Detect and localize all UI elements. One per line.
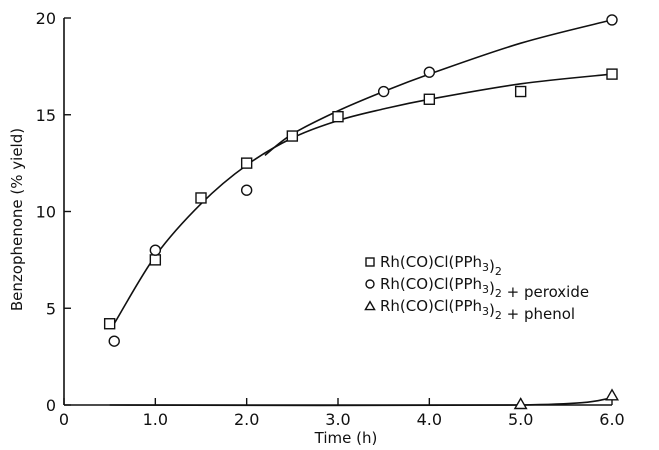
legend-triangle-symbol — [364, 300, 376, 311]
legend-text-part: ) — [489, 257, 495, 275]
circle-data-point — [240, 184, 253, 196]
legend-entry-label: Rh(CO)Cl(PPh3)2 + phenol — [380, 297, 575, 323]
circle-data-point — [149, 244, 162, 256]
x-tick-label: 6.0 — [599, 410, 624, 429]
x-tick-label: 4.0 — [417, 410, 442, 429]
triangle-data-point — [513, 397, 528, 410]
legend-subscript: 2 — [495, 309, 502, 322]
legend-circle-symbol — [365, 279, 375, 289]
x-tick-label: 2.0 — [234, 410, 259, 429]
circle-data-point — [423, 66, 436, 78]
square-data-point — [514, 85, 527, 98]
square-data-point — [240, 157, 253, 169]
axes — [63, 18, 612, 406]
legend-text-part: Rh(CO)Cl(PPh — [380, 297, 482, 315]
legend-text-part: Rh(CO)Cl(PPh — [380, 253, 482, 271]
x-tick-label: 5.0 — [508, 410, 533, 429]
x-tick-label: 3.0 — [325, 410, 350, 429]
y-axis-ticks: 0 5 10 15 20 — [36, 9, 71, 415]
legend-subscript: 3 — [482, 305, 489, 318]
legend-subscript: 3 — [482, 283, 489, 296]
square-data-point — [286, 130, 299, 142]
x-tick-label: 0 — [59, 410, 69, 429]
x-axis-ticks: 0 1.0 2.0 3.0 4.0 5.0 6.0 — [59, 398, 625, 429]
y-tick-label: 0 — [46, 396, 56, 415]
circle-data-point — [606, 14, 618, 26]
x-tick-label: 1.0 — [143, 410, 168, 429]
legend-subscript: 2 — [495, 287, 502, 300]
legend-square-symbol — [365, 257, 375, 267]
legend-text-part: Rh(CO)Cl(PPh — [380, 275, 482, 293]
legend-entry-label: Rh(CO)Cl(PPh3)2 + peroxide — [380, 275, 589, 301]
square-data-point — [195, 192, 207, 204]
square-data-point — [332, 110, 344, 123]
legend-text-part: + peroxide — [502, 283, 589, 301]
x-axis-title: Time (h) — [314, 429, 378, 447]
curve-triangle-series — [109, 397, 613, 407]
legend-subscript: 2 — [495, 265, 502, 278]
y-tick-label: 15 — [36, 106, 56, 125]
square-data-point — [423, 93, 436, 105]
square-data-point — [149, 254, 162, 266]
legend-text-part: + phenol — [502, 305, 575, 323]
y-tick-label: 10 — [36, 203, 56, 222]
legend-subscript: 3 — [482, 261, 489, 274]
curve-square-series — [113, 73, 613, 325]
legend-text-part: ) — [489, 301, 495, 319]
legend: Rh(CO)Cl(PPh3)2Rh(CO)Cl(PPh3)2 + peroxid… — [364, 253, 589, 323]
legend-text-part: ) — [489, 279, 495, 297]
legend-entry-label: Rh(CO)Cl(PPh3)2 — [380, 253, 502, 278]
data-markers — [103, 14, 620, 410]
square-data-point — [606, 68, 618, 80]
y-tick-label: 5 — [46, 299, 56, 318]
curve-circle-series — [264, 19, 613, 157]
square-data-point — [103, 318, 116, 330]
y-axis-title: Benzophenone (% yield) — [8, 128, 26, 311]
fit-curves — [109, 19, 613, 407]
triangle-data-point — [605, 388, 620, 401]
circle-data-point — [377, 85, 390, 98]
circle-data-point — [108, 335, 120, 347]
y-tick-label: 20 — [36, 9, 56, 28]
